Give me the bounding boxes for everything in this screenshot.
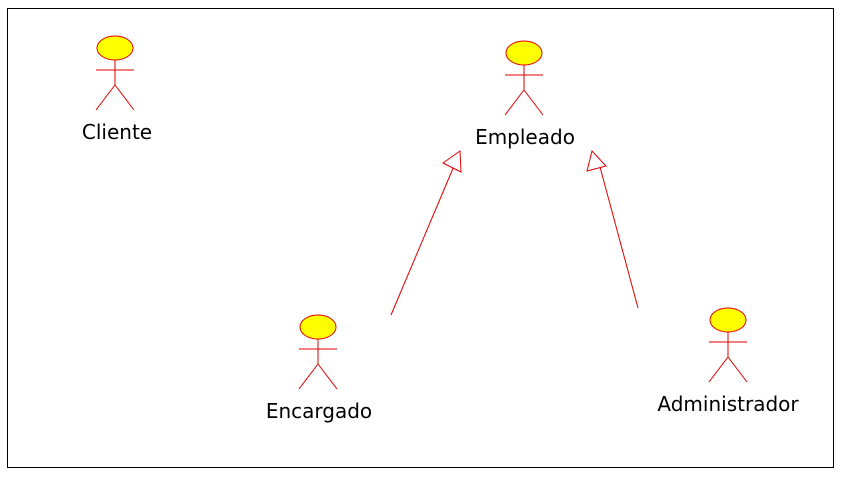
generalization-line	[599, 166, 639, 309]
actor-label: Encargado	[266, 399, 372, 423]
generalization-encargado-empleado[interactable]	[390, 150, 462, 316]
actor-cliente[interactable]: Cliente	[82, 35, 152, 144]
actor-label: Empleado	[475, 125, 575, 149]
generalization-line	[390, 165, 455, 316]
actor-label: Cliente	[82, 120, 152, 144]
inheritance-arrowhead-icon	[442, 150, 462, 173]
stick-figure-icon	[95, 35, 135, 111]
stick-figure-icon	[298, 314, 338, 390]
stick-figure-icon	[708, 307, 748, 383]
actor-encargado[interactable]: Encargado	[266, 314, 372, 423]
diagram-frame	[7, 8, 834, 468]
actor-administrador[interactable]: Administrador	[657, 307, 799, 416]
inheritance-arrowhead-icon	[586, 149, 607, 172]
actor-empleado[interactable]: Empleado	[475, 40, 575, 149]
generalization-administrador-empleado[interactable]	[586, 149, 639, 309]
actor-label: Administrador	[657, 392, 799, 416]
stick-figure-icon	[504, 40, 544, 116]
